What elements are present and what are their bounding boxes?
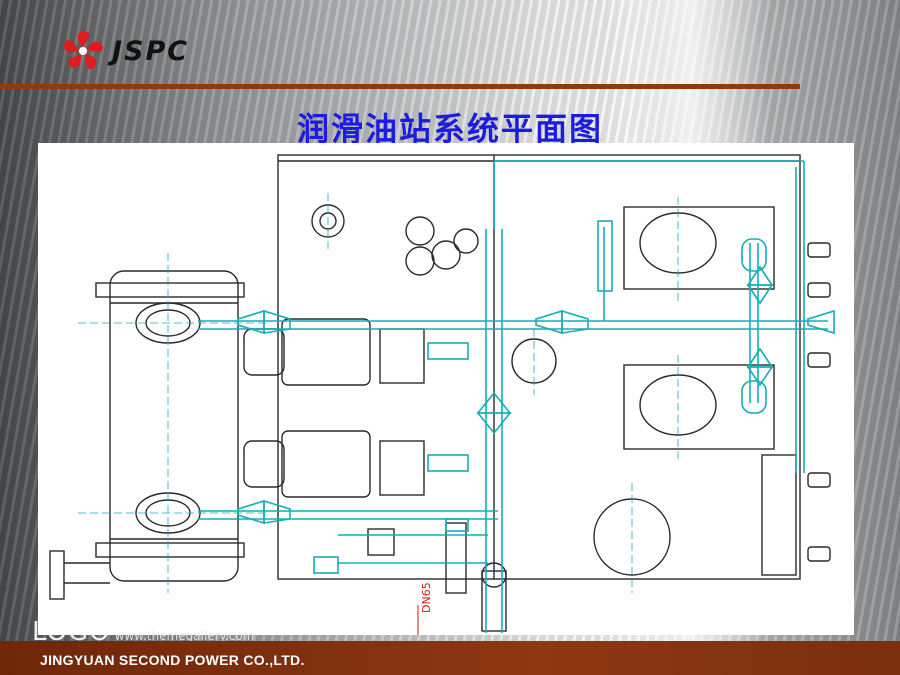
header-divider [0, 84, 800, 89]
outlet-pipe [481, 570, 507, 632]
control-box [761, 454, 797, 576]
footer-bar: JINGYUAN SECOND POWER CO.,LTD. [0, 641, 900, 675]
cooler-flange-bottom [95, 542, 245, 558]
lube-oil-station-plan-drawing: DN65 [38, 143, 854, 635]
oil-cooler [109, 270, 239, 582]
pinwheel-logo-icon [64, 31, 103, 69]
company-logo: JSPC [62, 30, 189, 72]
dimension-label: DN65 [420, 582, 433, 613]
slide-title: 润滑油站系统平面图 [296, 110, 603, 148]
company-name: JINGYUAN SECOND POWER CO.,LTD. [40, 652, 305, 668]
motor-2 [281, 430, 371, 498]
brand-text: JSPC [112, 35, 190, 67]
filter-1 [623, 206, 775, 290]
pump-2 [379, 440, 425, 496]
drain-flange [49, 550, 65, 600]
check-valve [597, 220, 613, 292]
schematic-svg: DN65 [49, 154, 835, 635]
motor-1 [281, 318, 371, 386]
watermark-url: www.themegallery.com [114, 629, 255, 643]
cooler-flange-top [95, 282, 245, 298]
pump-1 [379, 328, 425, 384]
oil-tank-outline [277, 154, 801, 580]
filter-2 [623, 364, 775, 450]
triple-valve [405, 216, 435, 246]
